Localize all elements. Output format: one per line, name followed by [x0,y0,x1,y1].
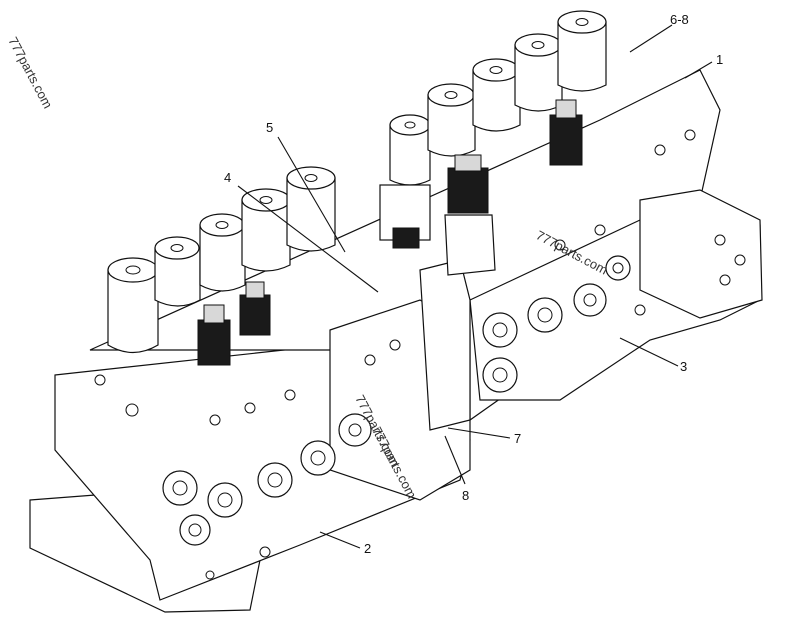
relief-valves [197,99,583,366]
callout-1: 1 [716,52,723,67]
callout-4: 4 [224,170,231,185]
port-plug [257,462,293,498]
port-plug [338,413,372,447]
callout-8: 8 [462,488,469,503]
leader-line-8 [444,435,466,485]
port-plug [179,514,211,546]
spool-cap [427,83,476,157]
port-plug [527,297,563,333]
callout-3: 3 [680,359,687,374]
port-plug [482,357,518,393]
port-plug [207,482,243,518]
leader-line-3 [619,337,679,367]
spool-caps [107,10,607,354]
watermark: 777parts.com [5,34,55,111]
port-plugs [162,255,631,546]
relief-valve [239,281,271,336]
port-plug [300,440,336,476]
callout-labels: 1 6-8 5 4 3 7 8 2 [224,12,723,556]
spool-cap [514,33,563,112]
spool-cap [241,188,291,272]
port-plug [605,255,631,281]
leader-line-6-8 [629,24,673,53]
callout-2: 2 [364,541,371,556]
spool-cap [557,10,607,92]
callout-6-8: 6-8 [670,12,689,27]
spool-cap [389,114,431,186]
relief-valve [197,304,231,366]
spool-cap [199,213,246,292]
callout-7: 7 [514,431,521,446]
bolt-holes [94,129,746,580]
spool-cap [286,166,336,252]
port-plug [482,312,518,348]
solenoid [379,184,431,249]
relief-valve [549,99,583,166]
leader-line-4 [237,185,379,293]
leader-lines [237,24,713,549]
spool-cap [154,236,201,307]
port-plug [162,470,198,506]
spool-cap [107,257,159,354]
leader-line-5 [277,136,346,253]
relief-valve [444,154,496,276]
leader-line-1 [684,61,713,79]
leader-line-7 [447,427,511,439]
spool-cap [472,58,521,132]
callout-5: 5 [266,120,273,135]
leader-line-2 [319,531,361,549]
port-plug [573,283,607,317]
